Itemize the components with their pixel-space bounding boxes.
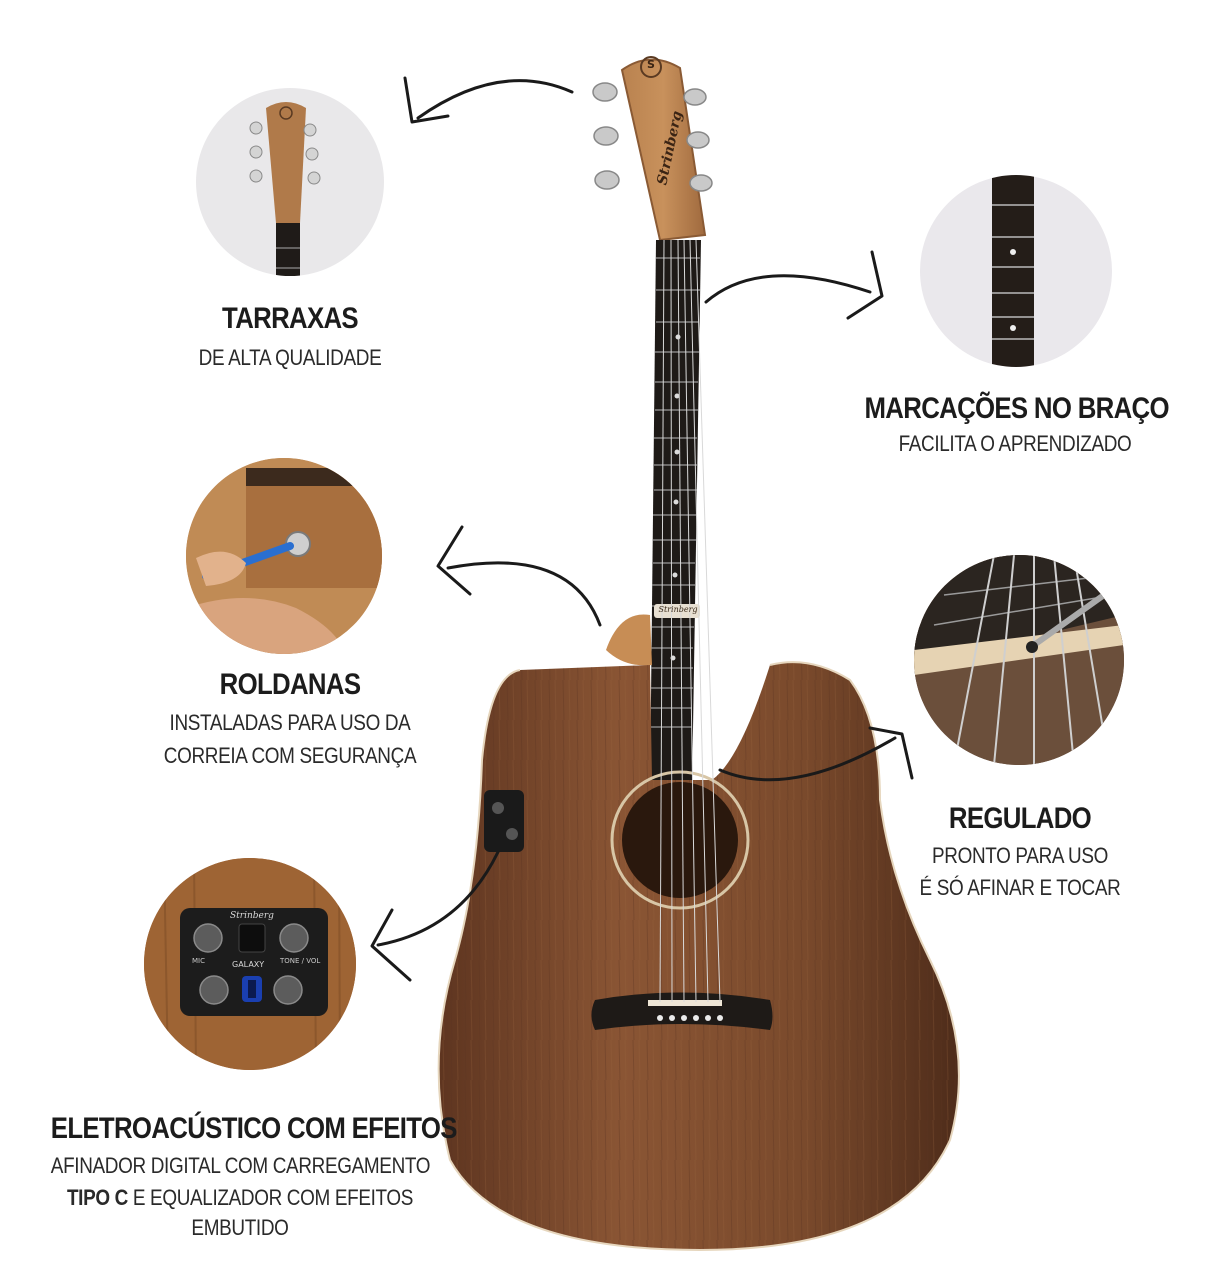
roldanas-title: ROLDANAS [219, 668, 361, 701]
headstock-closeup-icon [249, 102, 321, 276]
headstock-logo-letter: S [647, 58, 655, 71]
preamp-photo: Strinberg GALAXY MIC TONE / VOL [144, 858, 356, 1070]
eletro-subtitle-3: EMBUTIDO [191, 1215, 289, 1240]
marcacoes-subtitle: FACILITA O APRENDIZADO [898, 431, 1132, 456]
roldanas-subtitle-2: CORREIA COM SEGURANÇA [163, 743, 417, 768]
regulado-subtitle-1: PRONTO PARA USO [931, 843, 1109, 868]
fretboard-closeup-icon [992, 175, 1034, 367]
eletro-title: ELETROACÚSTICO COM EFEITOS [50, 1112, 458, 1145]
strings-closeup-icon [914, 555, 1124, 765]
regulado-title: REGULADO [948, 802, 1092, 835]
arrow-icon [416, 79, 574, 120]
neck-brand-label: Strinberg [658, 605, 698, 614]
roldanas-subtitle-1: INSTALADAS PARA USO DA [169, 710, 411, 735]
roldanas-photo [186, 458, 382, 654]
strap-button-icon [186, 458, 382, 654]
preamp-model-label: GALAXY [232, 960, 265, 969]
preamp-brand-label: Strinberg [230, 911, 274, 921]
preamp-panel-icon [144, 858, 356, 1070]
marcacoes-photo [920, 175, 1112, 367]
preamp-mic-label: MIC [192, 957, 205, 965]
eletro-subtitle-2-rest: E EQUALIZADOR COM EFEITOS [127, 1185, 414, 1210]
regulado-subtitle-2: É SÓ AFINAR E TOCAR [919, 875, 1121, 900]
eletro-type-c: TIPO C [66, 1185, 128, 1210]
preamp-tonevol-label: TONE / VOL [280, 957, 321, 965]
tarraxas-photo [196, 88, 384, 276]
regulado-photo [914, 555, 1124, 765]
eletro-subtitle-1: AFINADOR DIGITAL COM CARREGAMENTO [50, 1153, 431, 1178]
tarraxas-title: TARRAXAS [222, 302, 359, 335]
marcacoes-title: MARCAÇÕES NO BRAÇO [864, 392, 1170, 425]
tuner-knob-icon [193, 923, 223, 953]
tarraxas-subtitle: DE ALTA QUALIDADE [198, 345, 382, 370]
eletro-subtitle-2: TIPO C E EQUALIZADOR COM EFEITOS [51, 1182, 429, 1214]
